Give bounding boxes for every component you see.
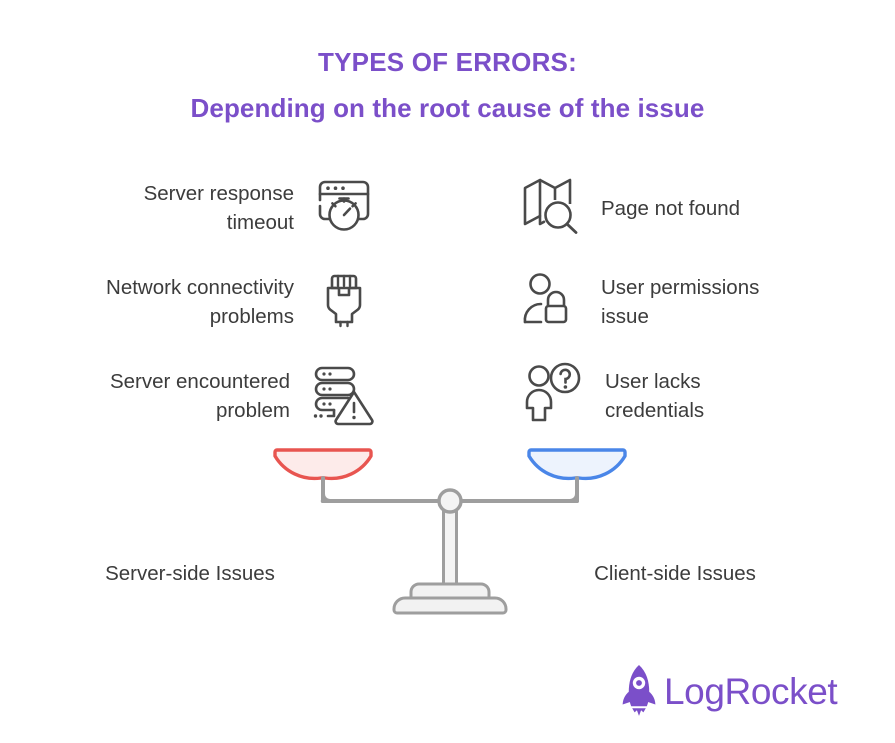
item-label: Server encountered problem <box>109 370 290 422</box>
title-line-primary: TYPES OF ERRORS: <box>318 47 577 77</box>
page-title: TYPES OF ERRORS: Depending on the root c… <box>0 44 895 126</box>
item-label: User permissions issue <box>601 276 760 328</box>
item-label: User lacks credentials <box>605 370 705 422</box>
user-lock-icon <box>515 264 587 341</box>
title-line-secondary: Depending on the root cause of the issue <box>190 93 705 123</box>
item-label: Server response timeout <box>143 182 294 234</box>
user-question-icon <box>515 356 591 437</box>
list-item-server-encountered-problem: Server encountered problem <box>0 356 380 436</box>
label-server-side-issues: Server-side Issues <box>105 562 275 585</box>
list-item-user-lacks-credentials: User lacks credentials <box>515 356 895 436</box>
ethernet-plug-icon <box>308 264 380 341</box>
rocket-icon <box>618 663 660 722</box>
server-warning-icon <box>304 356 380 437</box>
list-item-page-not-found: Page not found <box>515 168 895 248</box>
label-client-side-issues: Client-side Issues <box>594 562 756 585</box>
list-item-user-permissions-issue: User permissions issue <box>515 262 895 342</box>
logrocket-wordmark: LogRocket <box>664 671 838 712</box>
browser-stopwatch-icon <box>308 170 380 247</box>
item-label: Network connectivity problems <box>106 276 294 328</box>
balance-scale <box>255 432 645 617</box>
map-search-icon <box>515 170 587 247</box>
list-item-server-response-timeout: Server response timeout <box>0 168 380 248</box>
left-pan-server-side <box>273 448 373 481</box>
logrocket-logo: LogRocket <box>618 662 838 722</box>
list-item-network-connectivity-problems: Network connectivity problems <box>0 262 380 342</box>
right-pan-client-side <box>527 448 627 481</box>
item-label: Page not found <box>601 196 741 220</box>
